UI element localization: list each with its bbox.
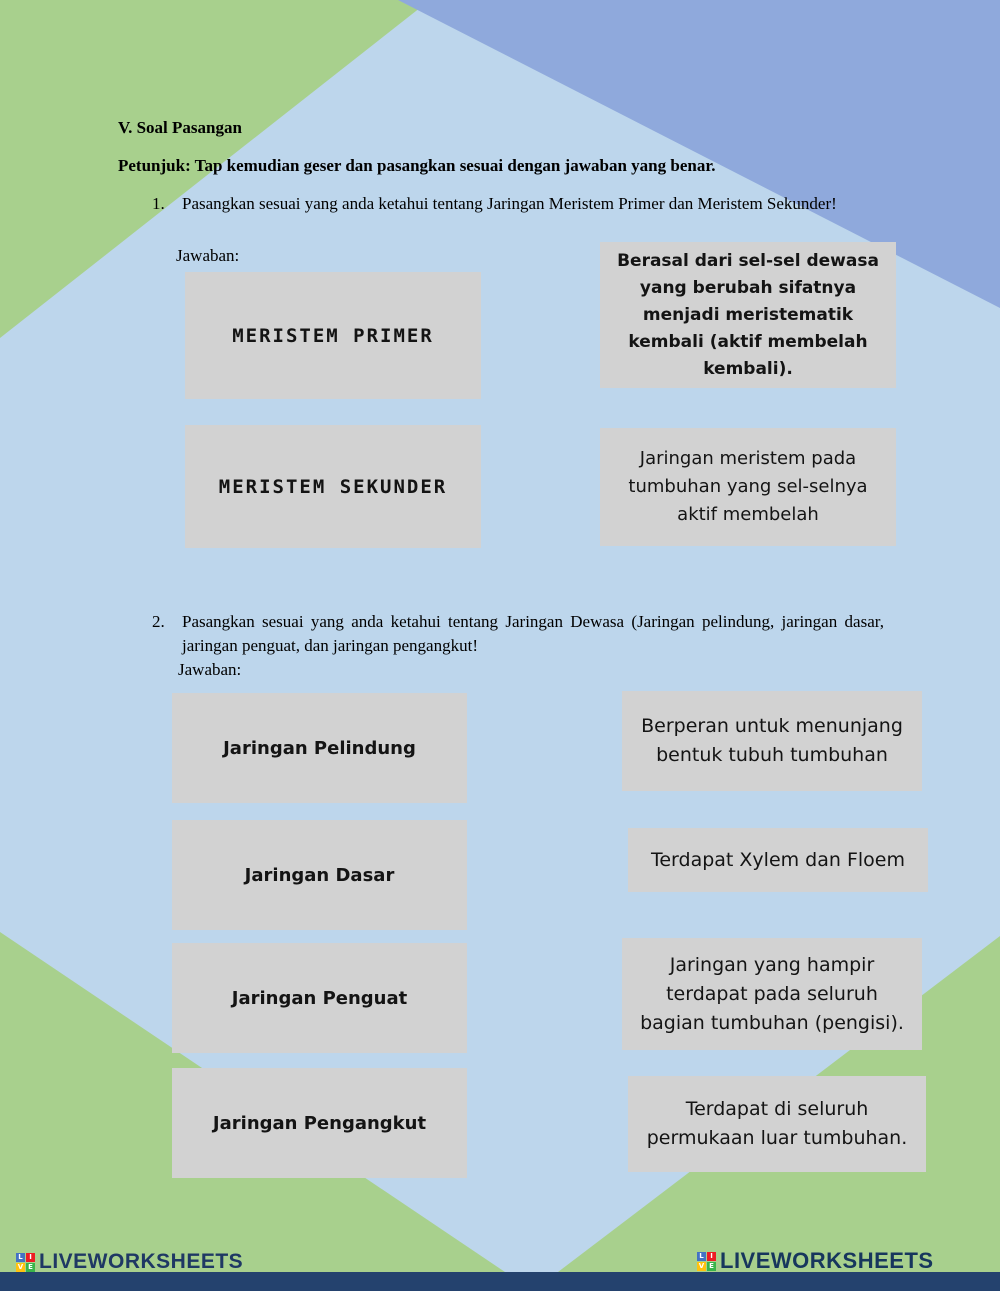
answer-box-q2-2[interactable]: Terdapat Xylem dan Floem: [628, 828, 928, 892]
answer-box-q1-2[interactable]: Jaringan meristem pada tumbuhan yang sel…: [600, 428, 896, 546]
drag-box-jaringan-penguat[interactable]: Jaringan Penguat: [172, 943, 467, 1053]
footer-bar: [0, 1272, 1000, 1291]
drag-box-meristem-primer[interactable]: MERISTEM PRIMER: [185, 272, 481, 399]
liveworksheets-logo-left[interactable]: L I V E LIVEWORKSHEETS: [16, 1250, 243, 1274]
logo-letter-l: L: [697, 1251, 706, 1261]
liveworksheets-wordmark: LIVEWORKSHEETS: [39, 1250, 244, 1273]
logo-letter-e: E: [26, 1262, 35, 1272]
liveworksheets-wordmark: LIVEWORKSHEETS: [720, 1248, 934, 1273]
answer-box-q2-3[interactable]: Jaringan yang hampir terdapat pada selur…: [622, 938, 922, 1050]
drag-box-jaringan-pengangkut[interactable]: Jaringan Pengangkut: [172, 1068, 467, 1178]
question-2-prompt: Pasangkan sesuai yang anda ketahui tenta…: [182, 612, 884, 655]
question-1-answer-label: Jawaban:: [176, 246, 240, 265]
liveworksheets-grid-icon: L I V E: [16, 1252, 35, 1272]
question-2-answer-label: Jawaban:: [178, 660, 242, 679]
question-2: 2. Pasangkan sesuai yang anda ketahui te…: [152, 610, 884, 658]
worksheet-instructions: Petunjuk: Tap kemudian geser dan pasangk…: [118, 156, 716, 175]
question-1-prompt: Pasangkan sesuai yang anda ketahui tenta…: [182, 194, 837, 213]
answer-box-q1-1[interactable]: Berasal dari sel-sel dewasa yang berubah…: [600, 242, 896, 388]
drag-box-jaringan-pelindung[interactable]: Jaringan Pelindung: [172, 693, 467, 803]
question-1: 1. Pasangkan sesuai yang anda ketahui te…: [152, 192, 884, 216]
drag-box-meristem-sekunder[interactable]: MERISTEM SEKUNDER: [185, 425, 481, 548]
logo-letter-l: L: [16, 1252, 25, 1262]
logo-letter-e: E: [707, 1261, 716, 1271]
page-title: V. Soal Pasangan: [118, 118, 242, 137]
question-2-number: 2.: [152, 612, 165, 631]
logo-letter-v: V: [16, 1262, 25, 1272]
answer-box-q2-1[interactable]: Berperan untuk menunjang bentuk tubuh tu…: [622, 691, 922, 791]
liveworksheets-grid-icon: L I V E: [697, 1251, 716, 1271]
drag-box-jaringan-dasar[interactable]: Jaringan Dasar: [172, 820, 467, 930]
answer-box-q2-4[interactable]: Terdapat di seluruh permukaan luar tumbu…: [628, 1076, 926, 1172]
logo-letter-i: I: [707, 1251, 716, 1261]
logo-letter-v: V: [697, 1261, 706, 1271]
logo-letter-i: I: [26, 1252, 35, 1262]
question-1-number: 1.: [152, 194, 165, 213]
liveworksheets-logo-right[interactable]: L I V E LIVEWORKSHEETS: [697, 1248, 934, 1274]
